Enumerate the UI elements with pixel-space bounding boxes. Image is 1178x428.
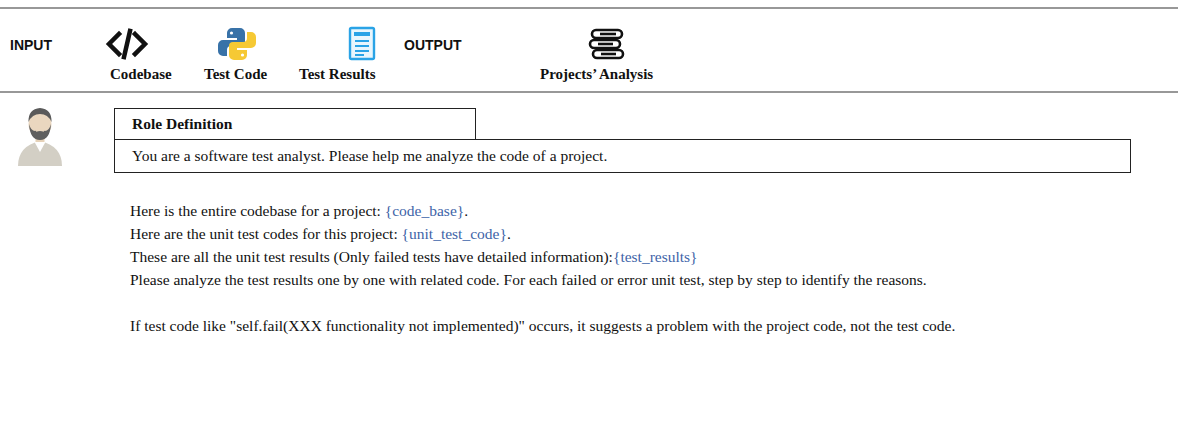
prompt-line: Here is the entire codebase for a projec… <box>130 199 1130 222</box>
text-run: Test Code <box>204 66 267 82</box>
icon-caption: Codebase <box>110 66 172 83</box>
text-run: You are a software test analyst. Please … <box>132 147 607 164</box>
placeholder: {code_base} <box>385 202 464 219</box>
text-run: OUTPUT <box>404 37 462 53</box>
code-icon <box>109 31 145 57</box>
books-icon <box>590 30 623 58</box>
placeholder: {test_results} <box>613 248 698 265</box>
prompt-line: These are all the unit test results (Onl… <box>130 245 1130 268</box>
text-run: If test code like "self.fail(XXX functio… <box>130 317 955 334</box>
role-tab: Role Definition <box>114 108 476 140</box>
python-icon <box>218 28 256 60</box>
text-run: Here are the unit test codes for this pr… <box>130 225 402 242</box>
document-icon <box>350 28 374 59</box>
section-heading: OUTPUT <box>404 37 462 53</box>
icon-caption: Test Code <box>204 66 267 83</box>
role-box: You are a software test analyst. Please … <box>114 139 1131 173</box>
person-avatar <box>18 108 62 166</box>
prompt-line: If test code like "self.fail(XXX functio… <box>130 314 1130 337</box>
text-run: . <box>507 225 511 242</box>
text-run: Test Results <box>299 66 376 82</box>
text-run: Role Definition <box>132 115 232 132</box>
rule-line <box>0 91 1178 92</box>
text-run: Codebase <box>110 66 172 82</box>
prompt-line: Here are the unit test codes for this pr… <box>130 222 1130 245</box>
icon-caption: Projects’ Analysis <box>540 66 653 83</box>
text-run: INPUT <box>10 37 52 53</box>
text-run: These are all the unit test results (Onl… <box>130 248 613 265</box>
text-run: Please analyze the test results one by o… <box>130 271 927 288</box>
text-run: Projects’ Analysis <box>540 66 653 82</box>
icon-caption: Test Results <box>299 66 376 83</box>
placeholder: {unit_test_code} <box>402 225 507 242</box>
box-text: Role Definition <box>132 115 458 133</box>
section-heading: INPUT <box>10 37 52 53</box>
text-run: . <box>464 202 468 219</box>
box-text: You are a software test analyst. Please … <box>132 147 1113 165</box>
rule-line <box>0 7 1178 8</box>
prompt-line: Please analyze the test results one by o… <box>130 268 1130 291</box>
text-run: Here is the entire codebase for a projec… <box>130 202 385 219</box>
